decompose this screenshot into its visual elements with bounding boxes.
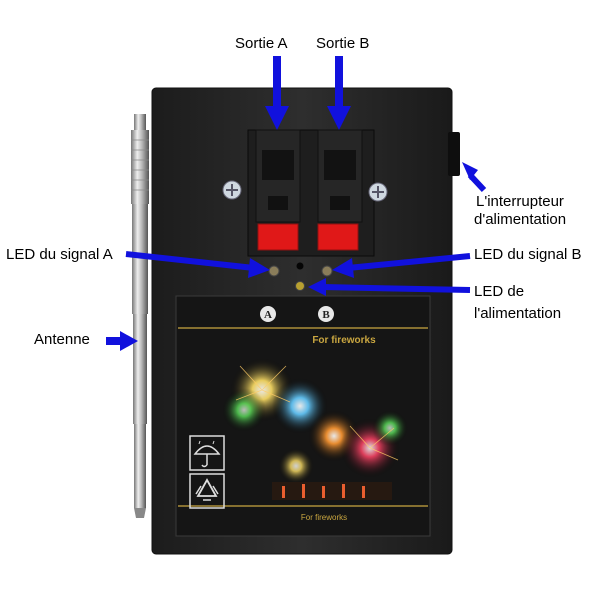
recycle-icon xyxy=(189,473,225,509)
power-switch xyxy=(448,132,460,176)
label-led-signal-a: LED du signal A xyxy=(6,246,113,263)
channel-a-mark: A xyxy=(264,309,272,321)
label-power-switch-2: d'alimentation xyxy=(474,211,567,228)
screw-right xyxy=(368,182,388,202)
led-signal-a xyxy=(268,265,280,277)
antenna xyxy=(131,114,149,518)
channel-b-mark: B xyxy=(322,309,330,321)
arrows xyxy=(106,56,487,351)
label-led-power-1: LED de xyxy=(474,283,525,300)
label-power-switch-1: L'interrupteur xyxy=(476,193,564,210)
fireworks-image xyxy=(222,358,408,500)
led-power xyxy=(295,281,305,291)
output-terminals xyxy=(247,129,375,257)
label-antenna: Antenne xyxy=(34,331,90,348)
for-fireworks-bottom: For fireworks xyxy=(301,513,347,522)
screw-left xyxy=(222,180,242,200)
label-led-signal-b: LED du signal B xyxy=(474,246,582,263)
terminal-a-lever xyxy=(257,223,299,251)
ir-sensor xyxy=(296,262,304,270)
umbrella-icon xyxy=(189,435,225,471)
for-fireworks-top: For fireworks xyxy=(312,335,376,346)
label-led-power-2: l'alimentation xyxy=(474,305,562,322)
label-output-b: Sortie B xyxy=(316,35,370,52)
label-output-a: Sortie A xyxy=(235,35,288,52)
terminal-b-lever xyxy=(317,223,359,251)
led-signal-b xyxy=(321,265,333,277)
